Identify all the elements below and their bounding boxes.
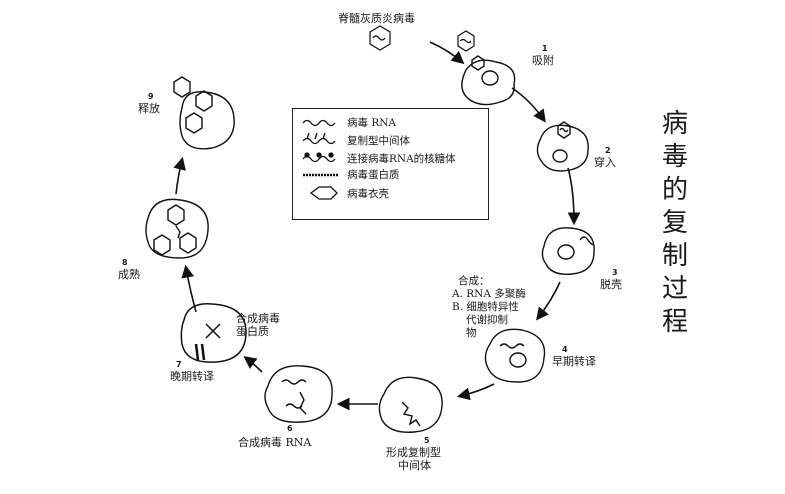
vertical-title-char: 复: [661, 208, 688, 238]
step-1-number: 1: [542, 44, 548, 53]
step-4-label: 早期转译: [552, 355, 596, 368]
cell-step1: [461, 55, 516, 106]
cell-step6: [264, 365, 333, 423]
arrow-8-9: [173, 156, 186, 195]
step-4-condition-a: A. RNA 多聚酶: [452, 288, 526, 300]
cell-step9: [173, 76, 235, 150]
vertical-title-char: 程: [661, 307, 688, 337]
hexagon-capsid-icon: [309, 186, 338, 200]
cell-step8: [145, 198, 209, 259]
arrow-2-3: [567, 167, 581, 226]
vertical-title-char: 毒: [661, 142, 688, 172]
legend-label-polysome: 连接病毒RNA的核糖体: [347, 153, 456, 165]
step-7-number: 7: [176, 360, 182, 369]
legend-label-protein: 病毒蛋白质: [347, 169, 400, 181]
virion-2: [457, 30, 475, 52]
step-4-number: 4: [562, 345, 568, 354]
arrow-6-7: [243, 356, 263, 373]
vertical-title-text: 病毒的复制过程: [657, 108, 693, 339]
step-3-label: 脱壳: [600, 278, 622, 291]
step-5-label-line1: 形成复制型: [386, 446, 441, 459]
top-label: 脊髓灰质炎病毒: [338, 12, 415, 25]
cell-step4: [484, 328, 546, 383]
step-7-label: 晚期转译: [170, 370, 214, 383]
step-5-number: 5: [424, 436, 430, 445]
replicative-intermediate-icon: [302, 137, 336, 145]
cell-step5: [378, 376, 443, 433]
virion-1: [369, 25, 391, 51]
vertical-title-char: 的: [661, 175, 688, 205]
legend-symbols: [302, 119, 339, 200]
step-4-condition-b: B. 细胞特异性: [452, 301, 519, 313]
protein-synthesis-label-1: 合成病毒: [236, 312, 280, 325]
step-3-number: 3: [612, 268, 618, 277]
cell-step7: [180, 303, 247, 363]
arrow-7-8: [181, 264, 197, 313]
legend-label-intermediate: 复制型中间体: [347, 135, 410, 147]
step-2-number: 2: [605, 146, 611, 155]
arrow-4-5: [456, 383, 495, 401]
step-6-label: 合成病毒 RNA: [238, 436, 312, 449]
step-2-label: 穿入: [594, 156, 616, 169]
step-4-condition-b3: 物: [466, 327, 477, 339]
cycle-arrows: [173, 41, 581, 411]
vertical-title-char: 制: [661, 241, 688, 271]
arrow-to-step1: [429, 41, 465, 65]
vertical-title-char: 过: [661, 274, 688, 304]
legend-box: 病毒 RNA 复制型中间体 连接病毒RNA的核糖体 病毒蛋白质 病毒衣壳: [292, 108, 489, 220]
free-virions: [369, 25, 475, 52]
step-4-condition-b2: 代谢抑制: [466, 314, 508, 326]
step-5-label-line2: 中间体: [398, 459, 431, 472]
cell-step2: [536, 121, 589, 172]
vertical-title: 病毒的复制过程: [657, 108, 693, 339]
legend-label-rna: 病毒 RNA: [347, 117, 397, 129]
protein-synthesis-label-2: 蛋白质: [236, 325, 269, 338]
rna-wavy-line-icon: [302, 119, 336, 127]
arrow-3-4: [536, 281, 561, 321]
step-9-number: 9: [148, 92, 154, 101]
step-8-label: 成熟: [118, 268, 140, 281]
step-6-number: 6: [287, 424, 293, 433]
step-1-label: 吸附: [532, 54, 554, 67]
legend-label-capsid: 病毒衣壳: [347, 188, 389, 200]
cell-step3: [541, 227, 595, 275]
vertical-title-char: 病: [661, 109, 688, 139]
step-9-label: 释放: [138, 102, 160, 115]
step-8-number: 8: [122, 258, 128, 267]
arrow-1-2: [511, 87, 546, 123]
step-4-conditions-head: 合成：: [458, 275, 490, 287]
